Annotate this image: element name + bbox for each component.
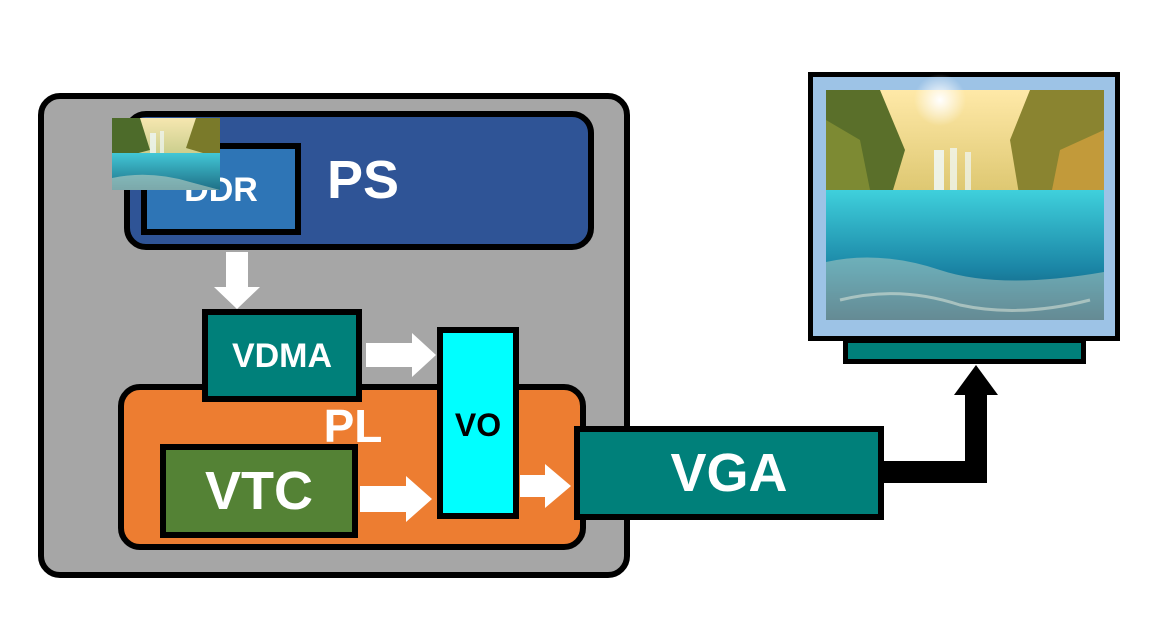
arrow-vtc-to-vo [360,476,432,522]
vtc-label: VTC [205,461,313,521]
vga-label: VGA [670,443,788,503]
arrow-vga-to-monitor [884,393,987,483]
vtc-block [160,444,358,538]
arrow-vga-to-monitor-head [954,365,998,395]
vdma-label: VDMA [231,336,333,375]
pl-label: PL [323,400,383,452]
vo-label: VO [454,406,502,443]
arrow-vo-to-vga [520,464,571,508]
ps-label: PS [326,150,400,210]
vo-block [437,327,519,519]
vdma-block [202,309,362,402]
vga-block [574,426,884,520]
arrow-vdma-to-vo [366,333,436,377]
arrow-ddr-to-vdma [214,252,260,309]
monitor-stand [843,338,1086,364]
